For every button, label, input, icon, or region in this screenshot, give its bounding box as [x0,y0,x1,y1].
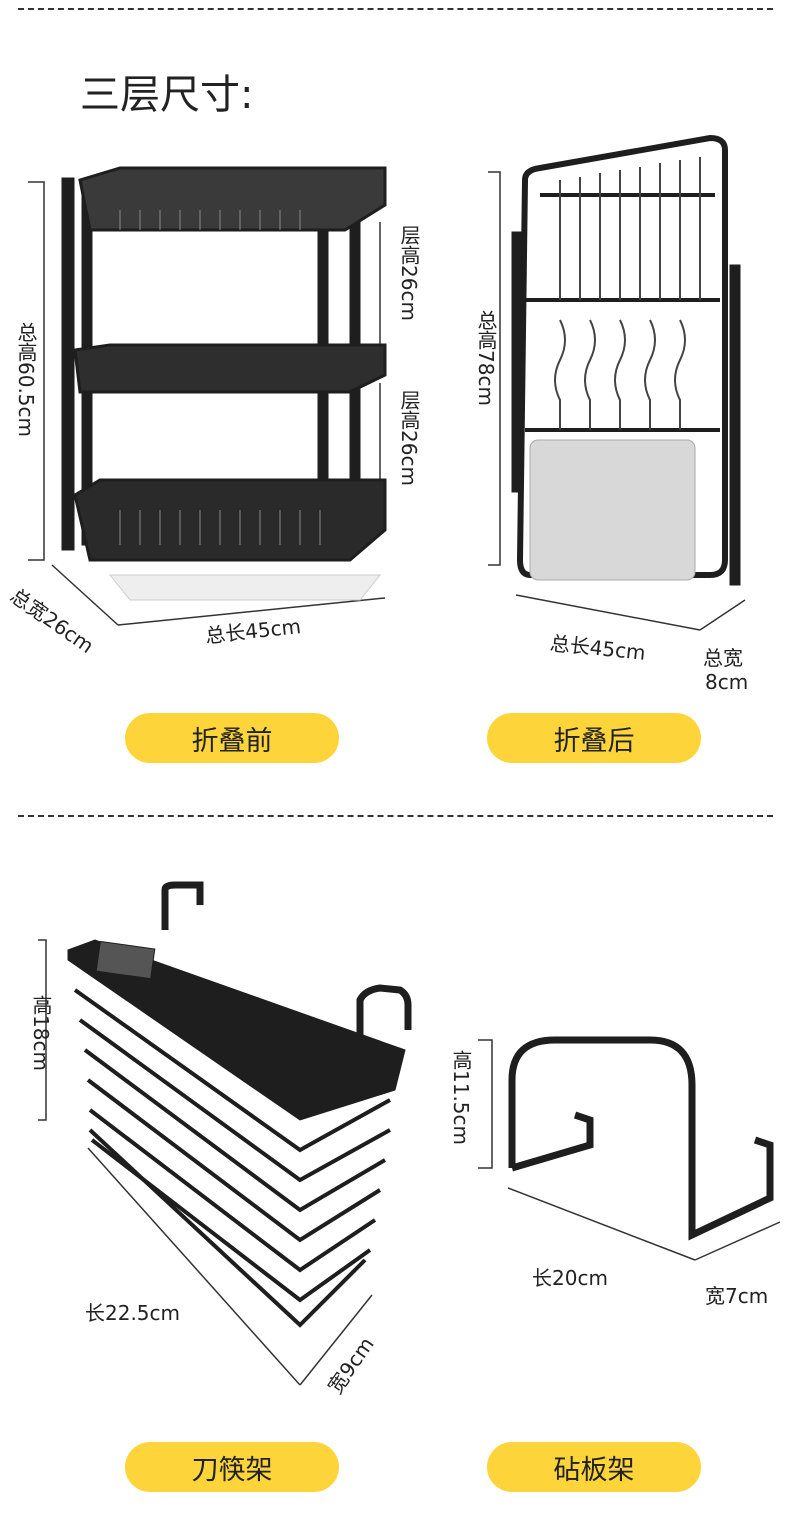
tier-height-label-1: 层高26cm [397,225,421,321]
board-rack-image [508,1036,774,1241]
three-tier-rack-image [61,166,387,601]
dimension-lines [28,171,781,1386]
board-rack-height-label: 高11.5cm [449,1050,473,1146]
folded-width-value: 8cm [705,670,749,694]
section-title: 三层尺寸: [80,72,254,118]
folded-width-label: 总宽 [703,646,743,670]
knife-holder-image [67,881,412,1328]
caption-knife-holder: 刀筷架 [125,1442,339,1492]
caption-unfolded: 折叠前 [125,713,339,763]
folded-height-label: 总高78cm [474,310,498,406]
caption-board-rack: 砧板架 [487,1442,701,1492]
knife-holder-length-label: 长22.5cm [85,1301,181,1325]
caption-folded: 折叠后 [487,713,701,763]
board-rack-length-label: 长20cm [532,1266,608,1290]
folded-rack-image [511,134,741,586]
board-rack-width-label: 宽7cm [705,1284,769,1308]
divider-middle [18,815,773,817]
tier-height-label-2: 层高26cm [397,390,421,486]
knife-holder-height-label: 高18cm [29,995,53,1071]
total-height-label: 总高60.5cm [14,322,38,438]
divider-top [18,8,773,10]
